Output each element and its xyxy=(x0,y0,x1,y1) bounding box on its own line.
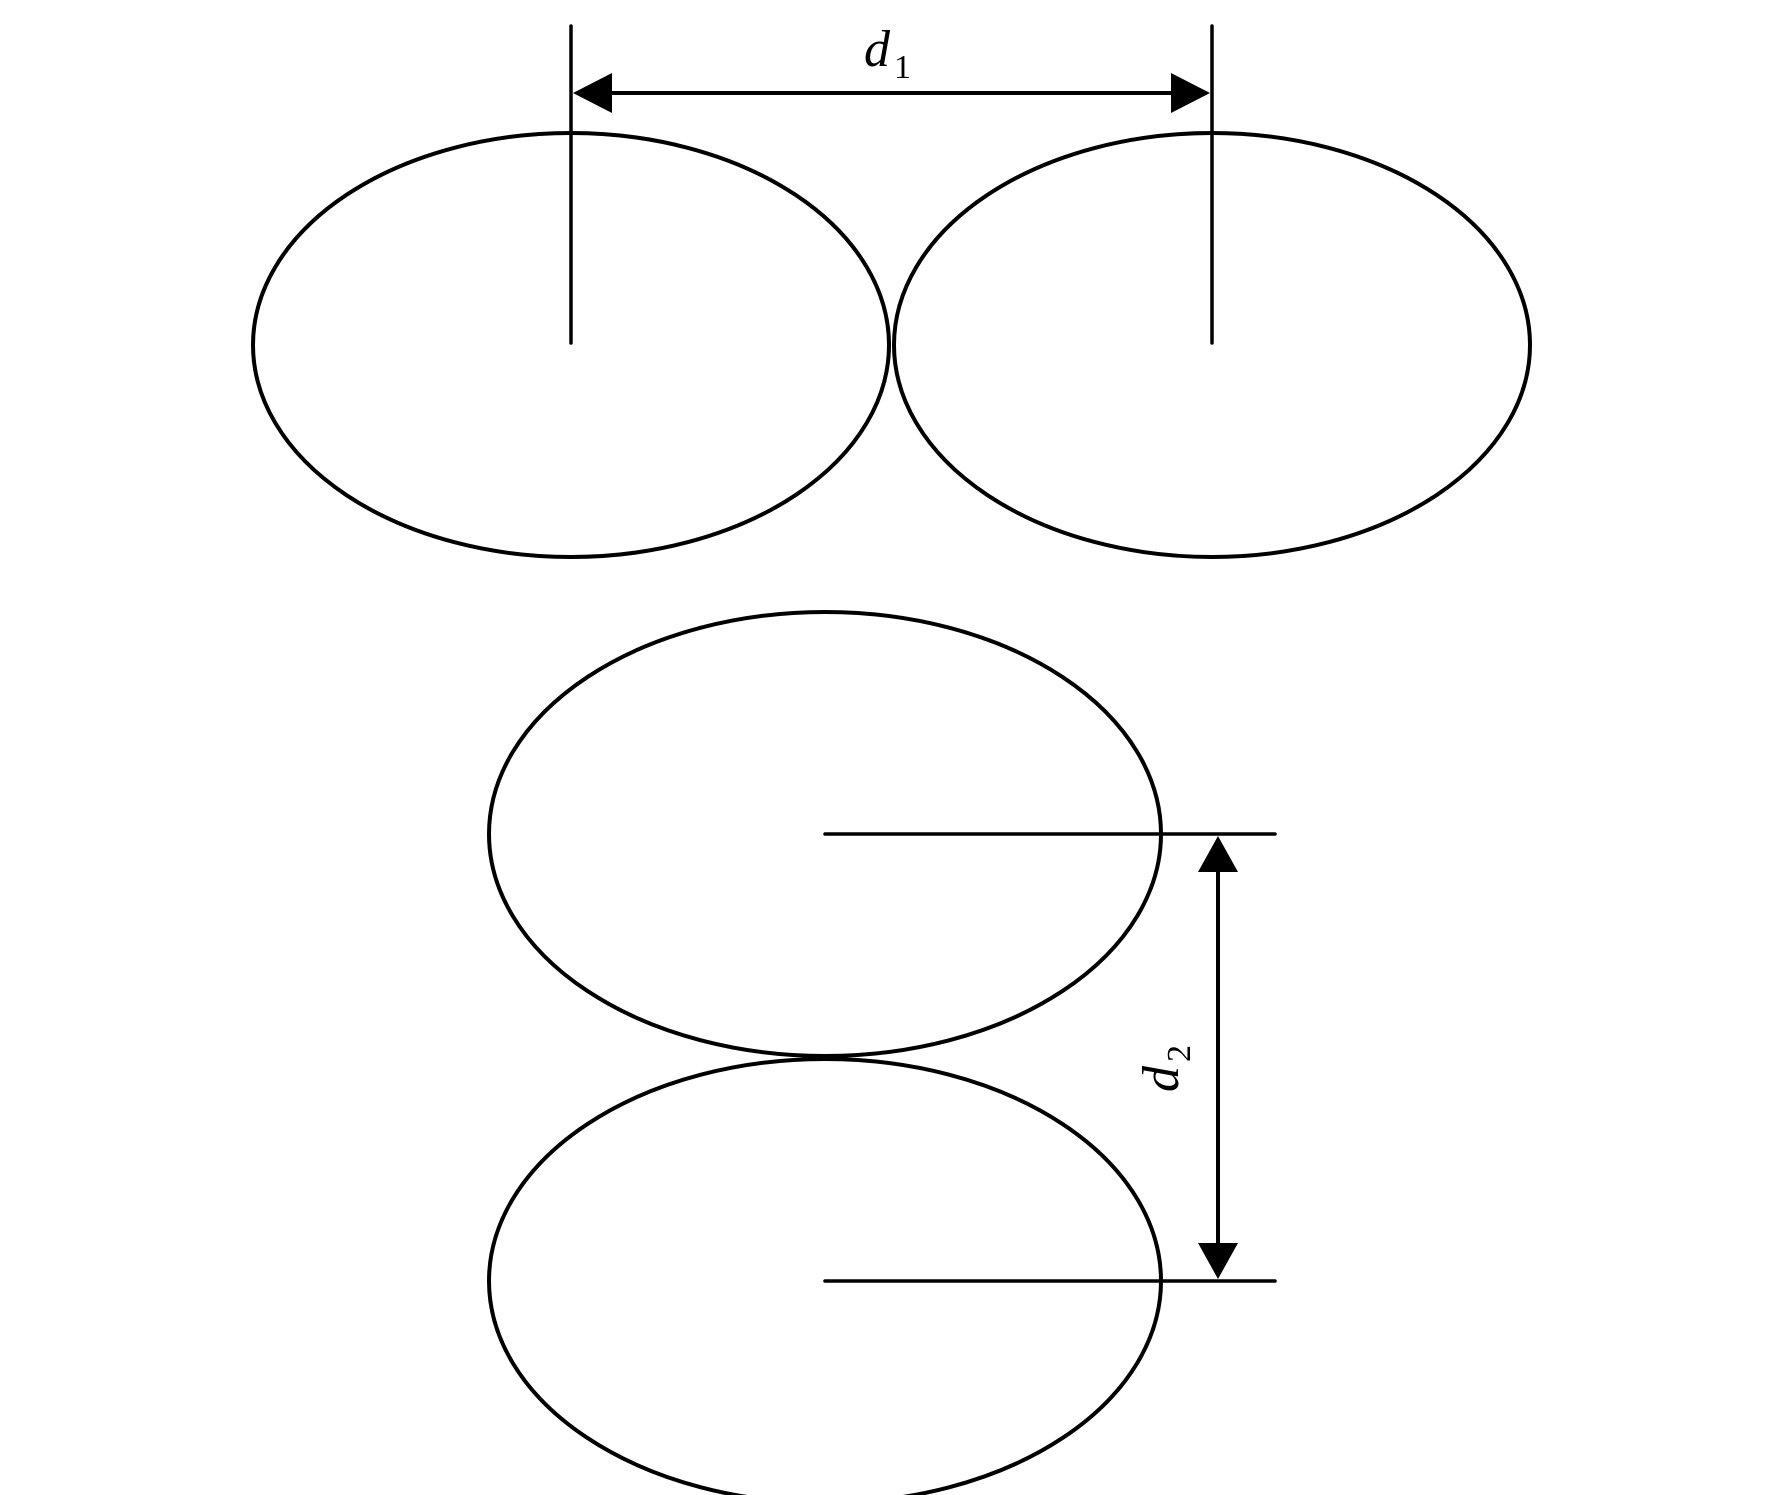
d1-subscript: 1 xyxy=(894,49,911,86)
d1-left-arrowhead xyxy=(573,73,612,113)
d2-symbol: d xyxy=(1133,1065,1190,1092)
d2-subscript: 2 xyxy=(1161,1045,1198,1062)
d2-top-arrowhead xyxy=(1198,836,1238,872)
d1-right-arrowhead xyxy=(1171,73,1210,113)
d1-symbol: d xyxy=(864,21,891,78)
d2-label: d2 xyxy=(1133,1045,1198,1092)
bottom-ellipse xyxy=(487,1057,1163,1495)
d2-bottom-arrowhead xyxy=(1198,1243,1238,1279)
